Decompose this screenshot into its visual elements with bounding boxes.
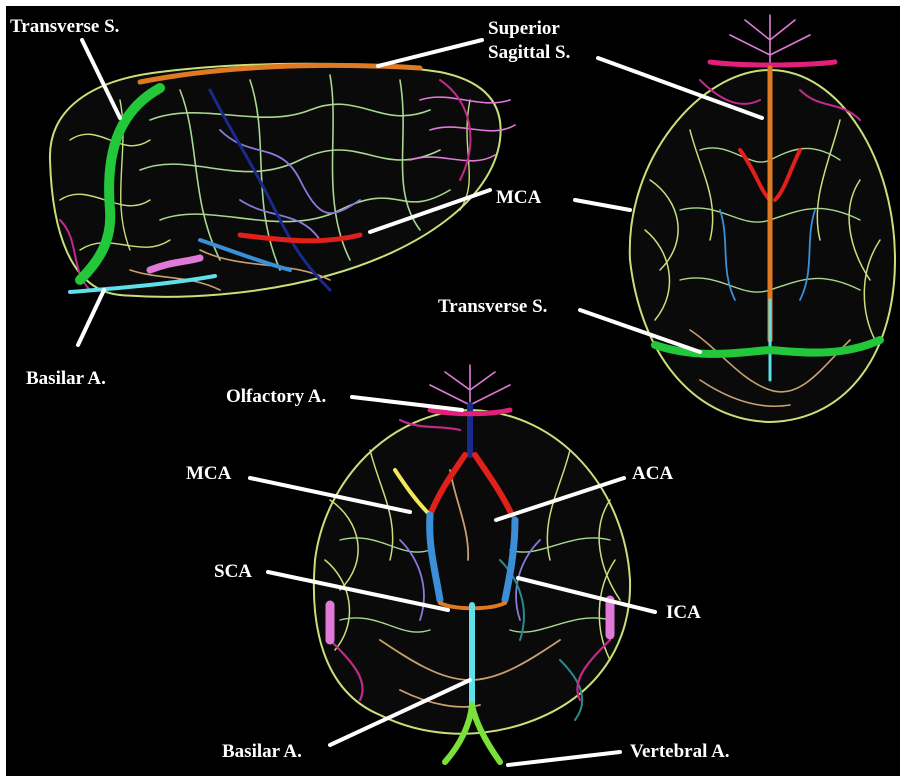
label-aca: ACA (632, 463, 673, 484)
label-basilar-artery-ventral: Basilar A. (222, 741, 302, 762)
label-basilar-artery-lateral: Basilar A. (26, 368, 106, 389)
label-superior-sagittal-line1: Superior (488, 18, 560, 39)
label-ica: ICA (666, 602, 701, 623)
label-vertebral-artery: Vertebral A. (630, 741, 730, 762)
label-superior-sagittal-line2: Sagittal S. (488, 42, 570, 63)
label-transverse-sinus-dorsal: Transverse S. (438, 296, 547, 317)
label-transverse-sinus-lateral: Transverse S. (10, 16, 119, 37)
label-sca: SCA (214, 561, 252, 582)
label-olfactory-artery: Olfactory A. (226, 386, 326, 407)
label-mca-ventral: MCA (186, 463, 232, 484)
label-mca-lateral: MCA (496, 187, 542, 208)
